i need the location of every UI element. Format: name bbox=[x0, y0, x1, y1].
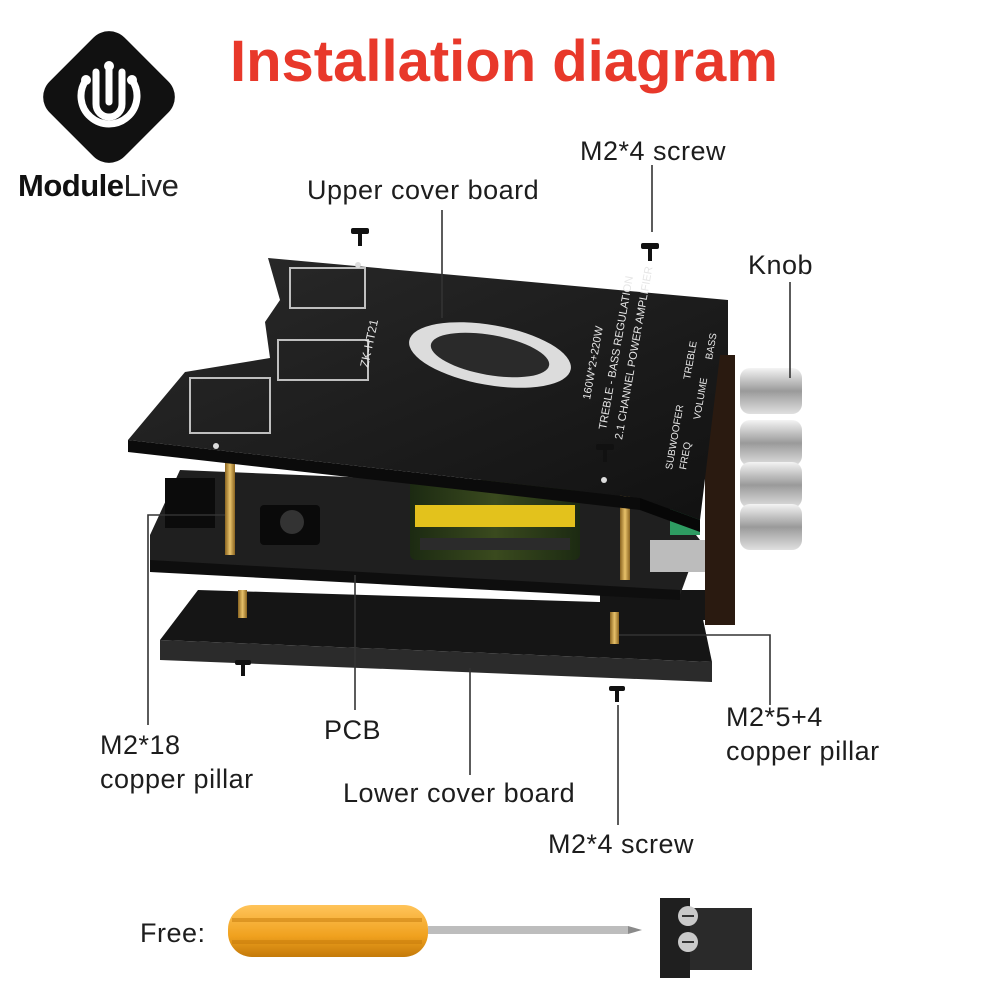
knob-1 bbox=[740, 368, 802, 414]
label-bottom-screw: M2*4 screw bbox=[548, 829, 695, 859]
knob-2 bbox=[740, 420, 802, 466]
modulelive-logo bbox=[34, 22, 184, 172]
label-m254-line1: M2*5+4 bbox=[726, 702, 823, 732]
knobs bbox=[740, 368, 802, 550]
top-screws bbox=[351, 228, 659, 462]
upper-copper-pillars bbox=[225, 460, 630, 580]
label-lower-cover-board: Lower cover board bbox=[343, 778, 576, 808]
screwdriver bbox=[228, 905, 642, 957]
board-knob-label-1: FREQ bbox=[678, 441, 694, 470]
brand-name: ModuleLive bbox=[18, 168, 179, 203]
knob-3 bbox=[740, 462, 802, 508]
leader-lines bbox=[147, 165, 791, 825]
page-title: Installation diagram bbox=[230, 29, 778, 94]
label-m254-line2: copper pillar bbox=[726, 736, 880, 766]
label-pcb: PCB bbox=[324, 715, 382, 745]
bottom-screws bbox=[235, 660, 625, 702]
upper-cover-board bbox=[128, 258, 728, 532]
label-knob: Knob bbox=[748, 250, 814, 280]
label-m254-pillar: M2*5+4 copper pillar bbox=[726, 700, 880, 768]
label-m218-pillar: M2*18 copper pillar bbox=[100, 728, 254, 796]
lower-cover-board bbox=[160, 590, 712, 682]
lower-copper-pillars bbox=[238, 590, 619, 644]
pcb-board bbox=[150, 355, 735, 625]
label-m218-line2: copper pillar bbox=[100, 764, 254, 794]
label-free: Free: bbox=[140, 918, 206, 948]
knob-4 bbox=[740, 504, 802, 550]
board-knob-label-4: BASS bbox=[704, 332, 720, 361]
label-top-screw: M2*4 screw bbox=[580, 136, 727, 166]
terminal-block bbox=[660, 898, 752, 978]
label-m218-line1: M2*18 bbox=[100, 730, 181, 760]
label-upper-cover-board: Upper cover board bbox=[307, 175, 540, 205]
